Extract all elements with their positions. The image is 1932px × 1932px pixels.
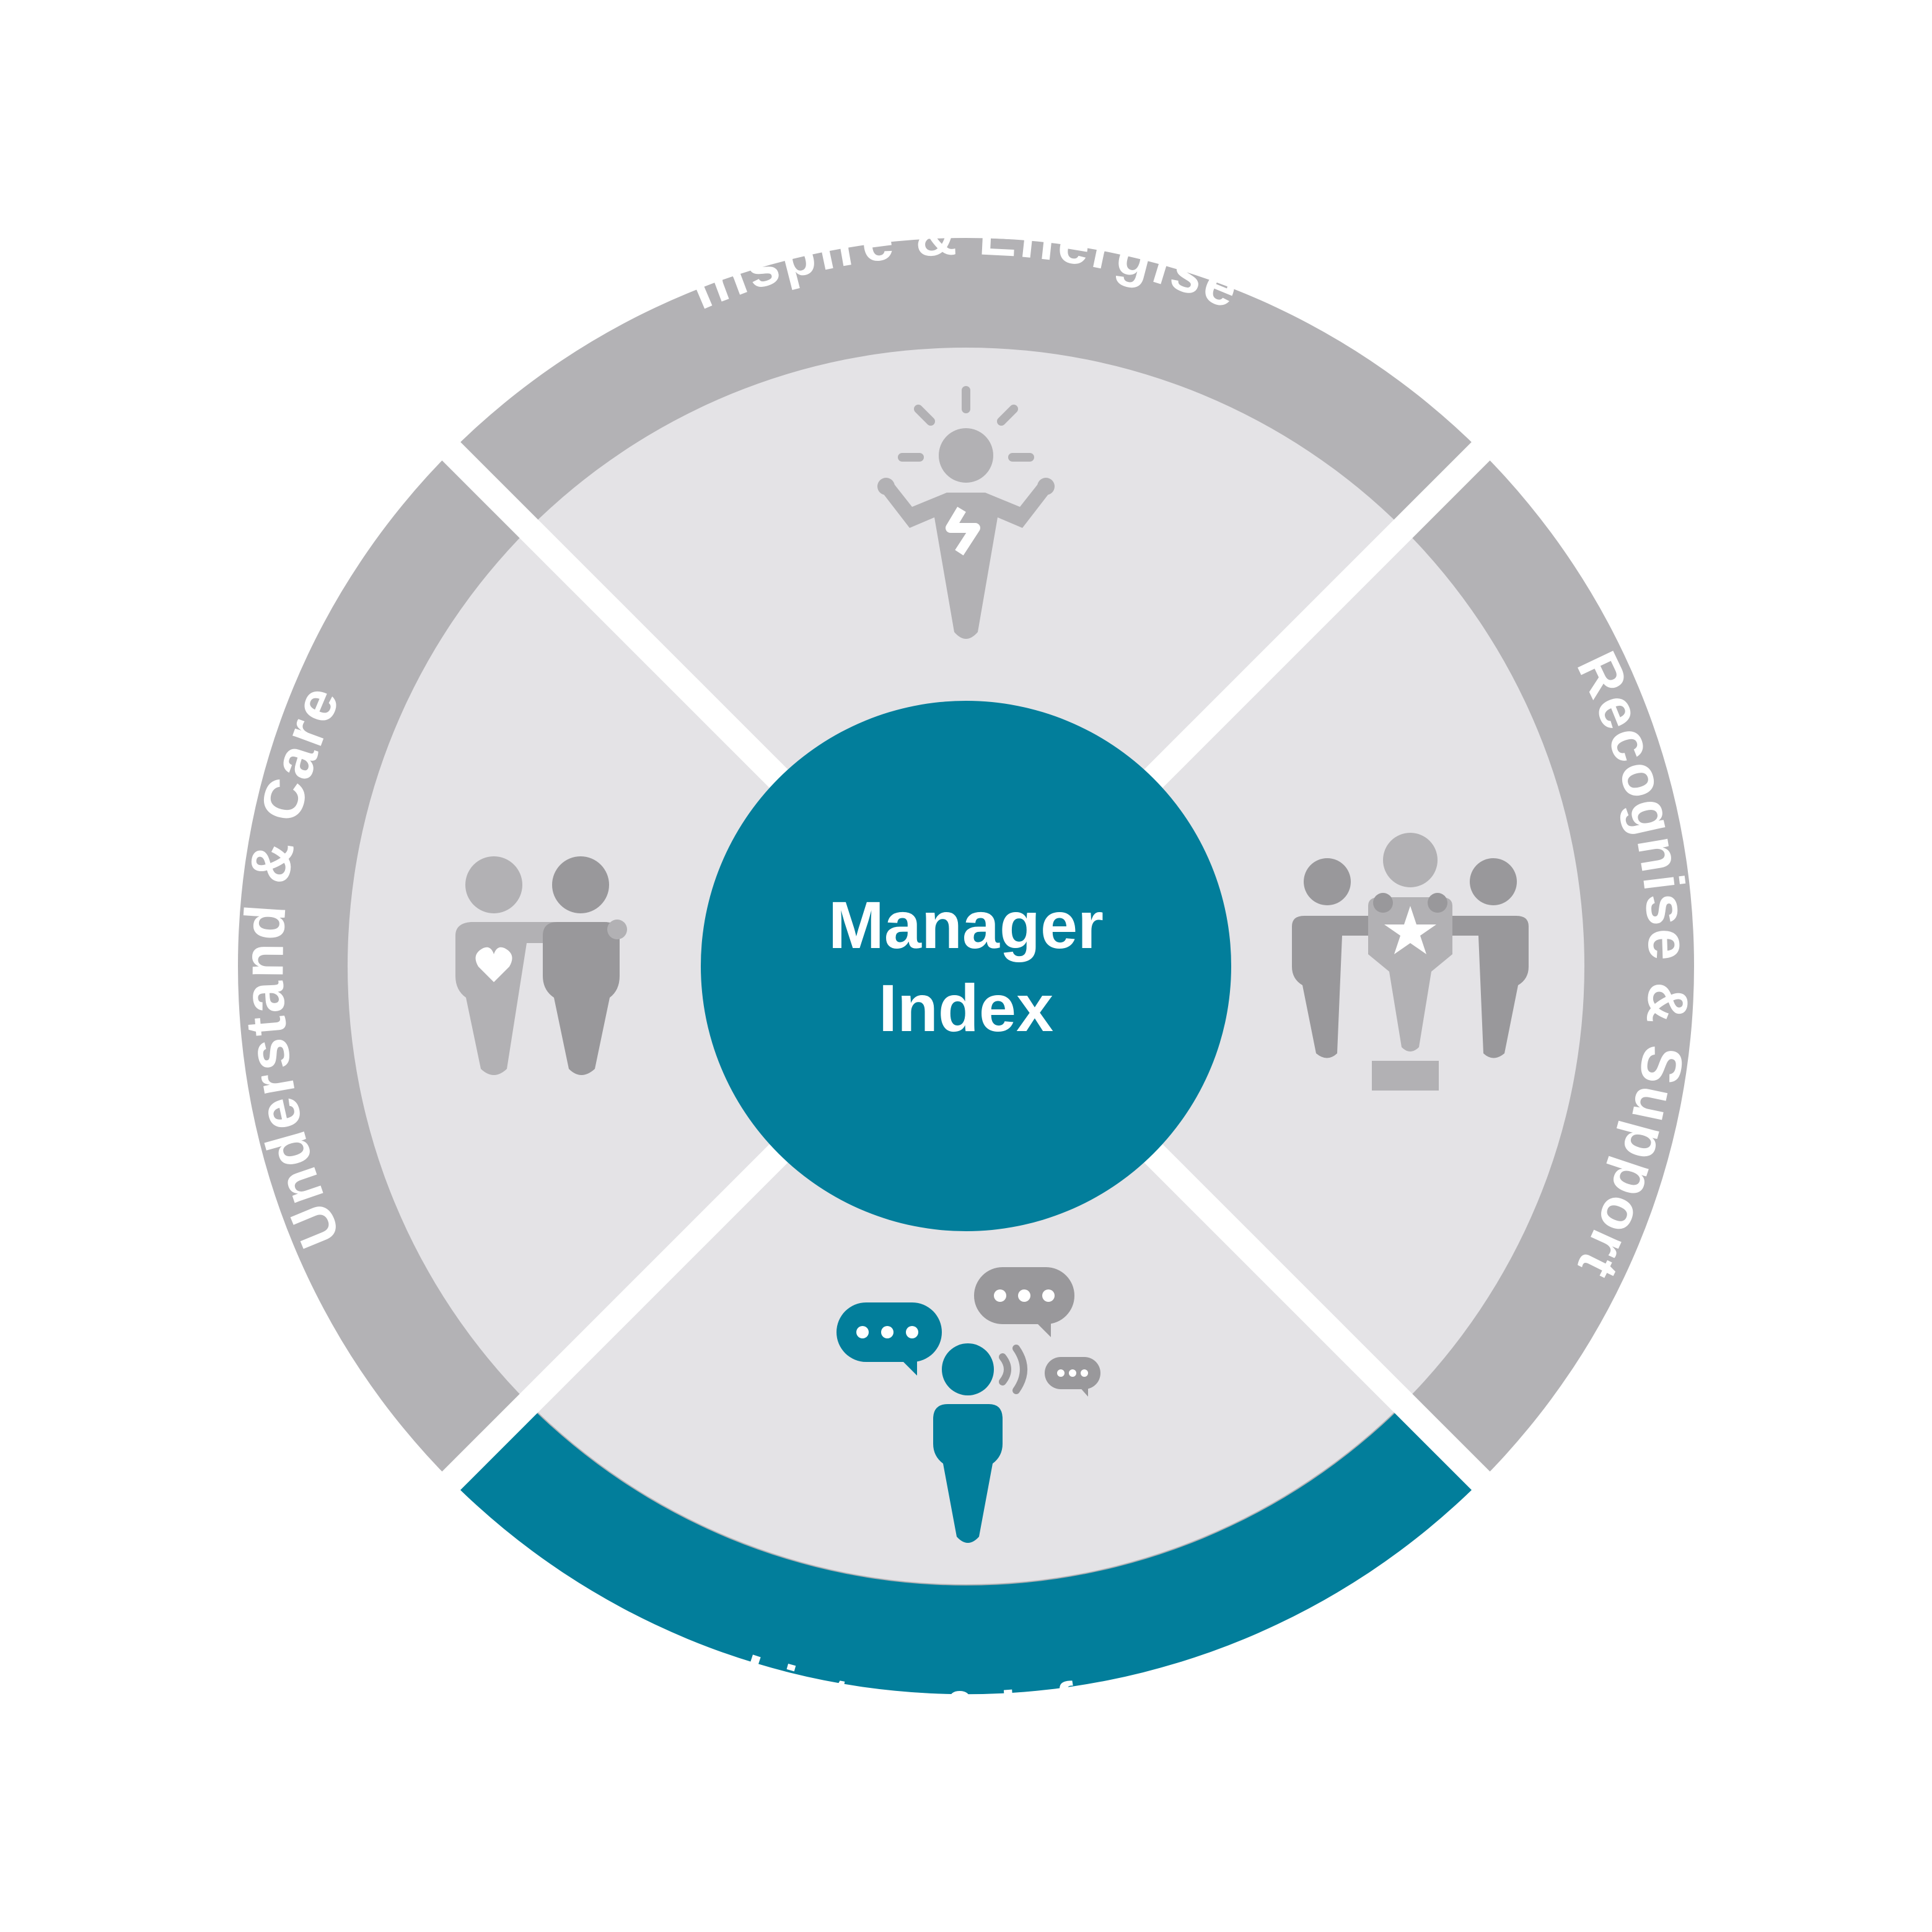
center-title-line1: Manager [828,887,1104,962]
award-team-icon [1292,833,1529,1091]
energised-person-icon [877,386,1055,639]
speaking-person-icon [836,1267,1100,1543]
center-circle [701,701,1231,1231]
caring-pair-icon [455,856,627,1075]
center-title-line2: Index [879,970,1053,1045]
ring-segment-bottom-highlight [451,1404,1481,1695]
